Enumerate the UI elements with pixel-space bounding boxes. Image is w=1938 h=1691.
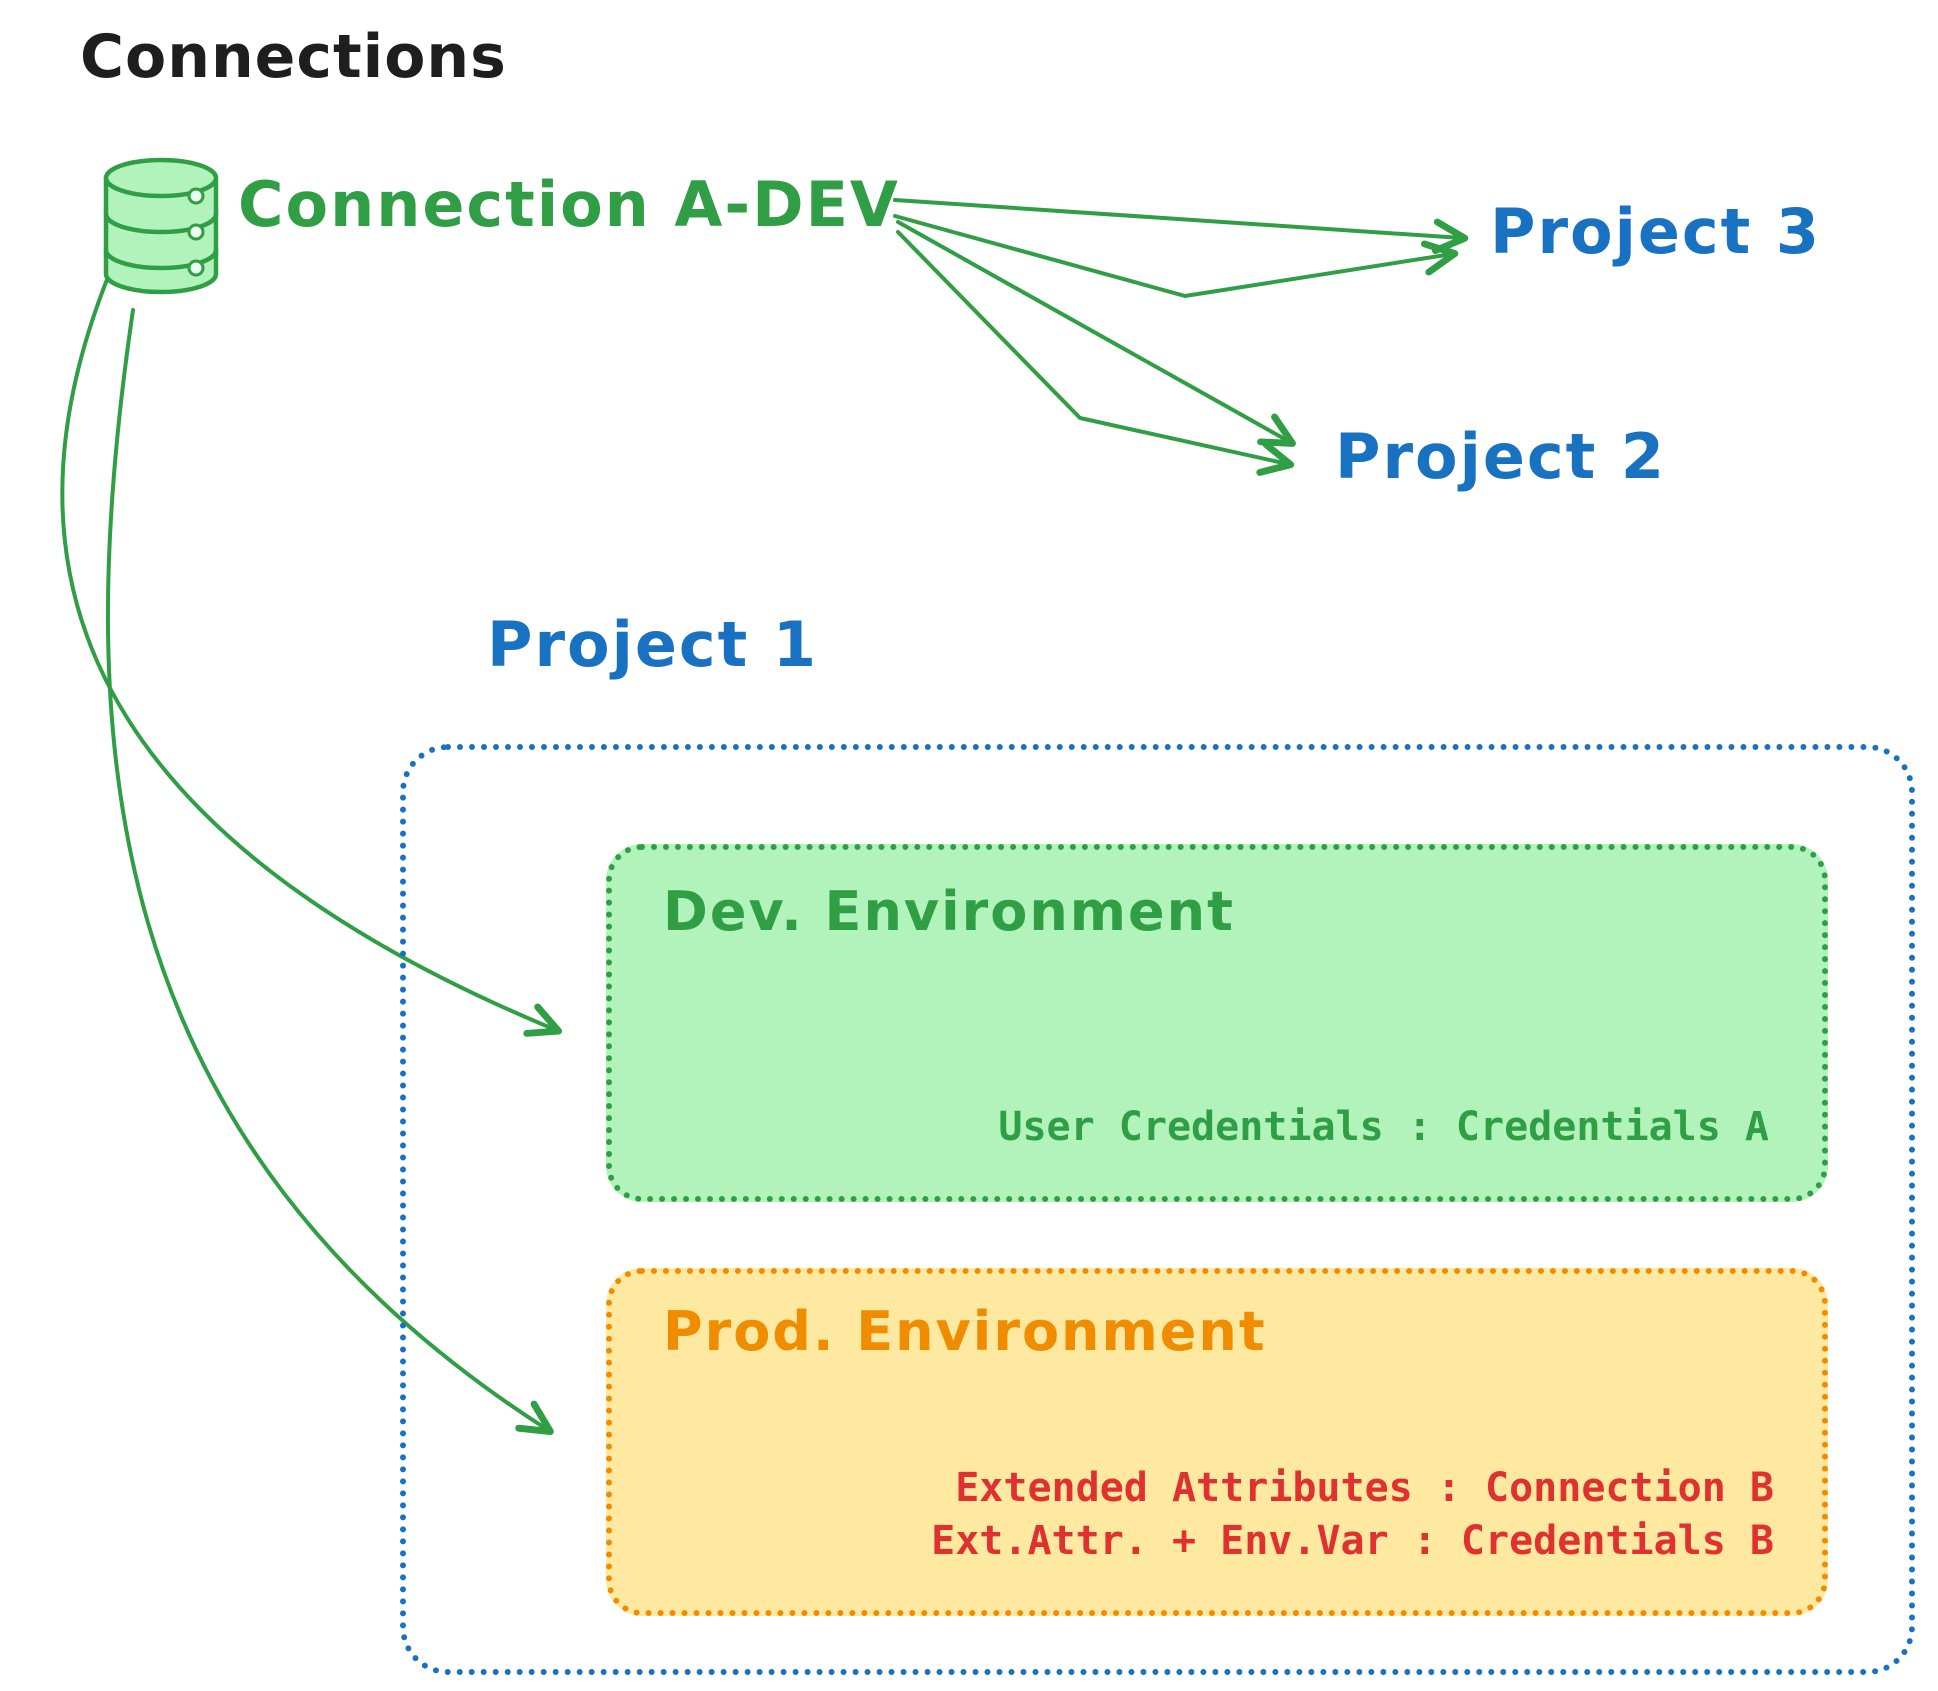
diagram-title: Connections	[80, 22, 507, 92]
arrow-connection-to-project2-a	[896, 220, 1296, 447]
prod-credentials-text: Extended Attributes : Connection B Ext.A…	[931, 1462, 1774, 1568]
dev-credentials-text: User Credentials : Credentials A	[998, 1104, 1769, 1150]
project-1-label: Project 1	[487, 608, 819, 681]
database-icon	[103, 157, 219, 295]
project-2-label: Project 2	[1335, 420, 1667, 493]
project-3-label: Project 3	[1490, 195, 1822, 268]
project1-container-box	[400, 744, 1915, 1675]
dev-environment-box	[606, 844, 1828, 1202]
connection-a-dev-label: Connection A-DEV	[238, 168, 900, 241]
prod-environment-box	[606, 1268, 1828, 1616]
arrow-connection-to-project3-a	[893, 198, 1469, 254]
arrow-connection-to-project3-b	[893, 214, 1459, 298]
prod-credentials-line2: Ext.Attr. + Env.Var : Credentials B	[931, 1517, 1774, 1564]
prod-environment-label: Prod. Environment	[663, 1300, 1267, 1363]
arrow-connection-to-project2-b	[896, 230, 1295, 476]
dev-environment-label: Dev. Environment	[663, 880, 1235, 943]
prod-credentials-line1: Extended Attributes : Connection B	[955, 1465, 1774, 1511]
